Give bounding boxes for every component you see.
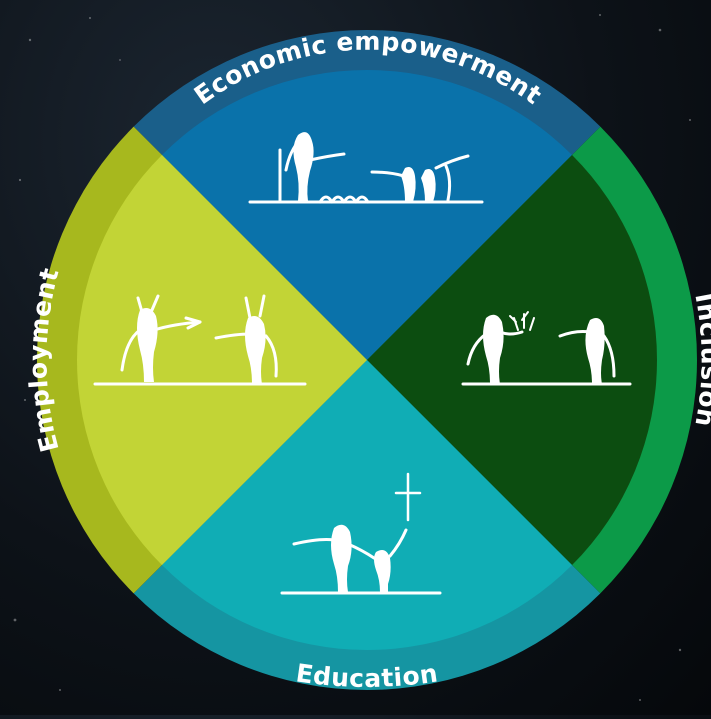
star-field: [13, 14, 691, 701]
rock-art-figures-canoe-icon: [248, 132, 484, 204]
label-right: Inclusion: [689, 291, 711, 430]
rock-art-figures-fire-exchange-icon: [461, 311, 632, 386]
label-bottom: Education: [294, 658, 440, 693]
rock-art-figures-star-icon: [280, 472, 442, 595]
rock-art-figures-spear-icon: [93, 294, 307, 386]
